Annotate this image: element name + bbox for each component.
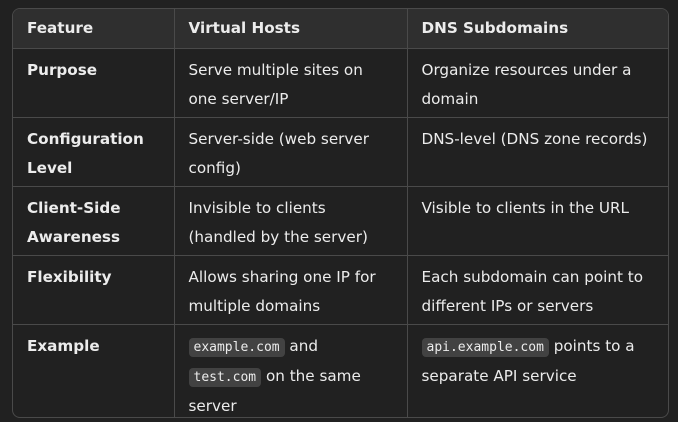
comparison-table: Feature Virtual Hosts DNS Subdomains Pur… xyxy=(13,9,668,417)
table-row: Example example.com and test.com on the … xyxy=(13,324,668,417)
table-row: Purpose Serve multiple sites on one serv… xyxy=(13,48,668,118)
inline-code: example.com xyxy=(188,337,285,357)
cell-text: points to a separate API service xyxy=(421,336,635,385)
table-row: Configuration Level Server-side (web ser… xyxy=(13,117,668,187)
cell-virtual-hosts: Invisible to clients (handled by the ser… xyxy=(174,186,408,256)
cell-dns-subdomains: Organize resources under a domain xyxy=(407,48,668,118)
cell-feature: Purpose xyxy=(13,48,175,118)
cell-text: on the same server xyxy=(188,366,361,415)
cell-virtual-hosts: Serve multiple sites on one server/IP xyxy=(174,48,408,118)
comparison-table-container: Feature Virtual Hosts DNS Subdomains Pur… xyxy=(12,8,669,418)
cell-feature: Flexibility xyxy=(13,255,175,325)
header-virtual-hosts: Virtual Hosts xyxy=(174,9,408,49)
cell-dns-subdomains: Each subdomain can point to different IP… xyxy=(407,255,668,325)
header-dns-subdomains: DNS Subdomains xyxy=(407,9,668,49)
cell-virtual-hosts: Allows sharing one IP for multiple domai… xyxy=(174,255,408,325)
cell-feature: Example xyxy=(13,324,175,417)
header-row: Feature Virtual Hosts DNS Subdomains xyxy=(13,9,668,49)
cell-dns-subdomains: Visible to clients in the URL xyxy=(407,186,668,256)
cell-dns-subdomains: DNS-level (DNS zone records) xyxy=(407,117,668,187)
header-feature: Feature xyxy=(13,9,175,49)
cell-feature: Configuration Level xyxy=(13,117,175,187)
table-row: Client-Side Awareness Invisible to clien… xyxy=(13,186,668,256)
cell-dns-subdomains: api.example.com points to a separate API… xyxy=(407,324,668,417)
cell-virtual-hosts: example.com and test.com on the same ser… xyxy=(174,324,408,417)
inline-code: api.example.com xyxy=(421,337,549,357)
cell-feature: Client-Side Awareness xyxy=(13,186,175,256)
table-row: Flexibility Allows sharing one IP for mu… xyxy=(13,255,668,325)
inline-code: test.com xyxy=(188,367,262,387)
cell-virtual-hosts: Server-side (web server config) xyxy=(174,117,408,187)
cell-text: and xyxy=(284,336,318,355)
